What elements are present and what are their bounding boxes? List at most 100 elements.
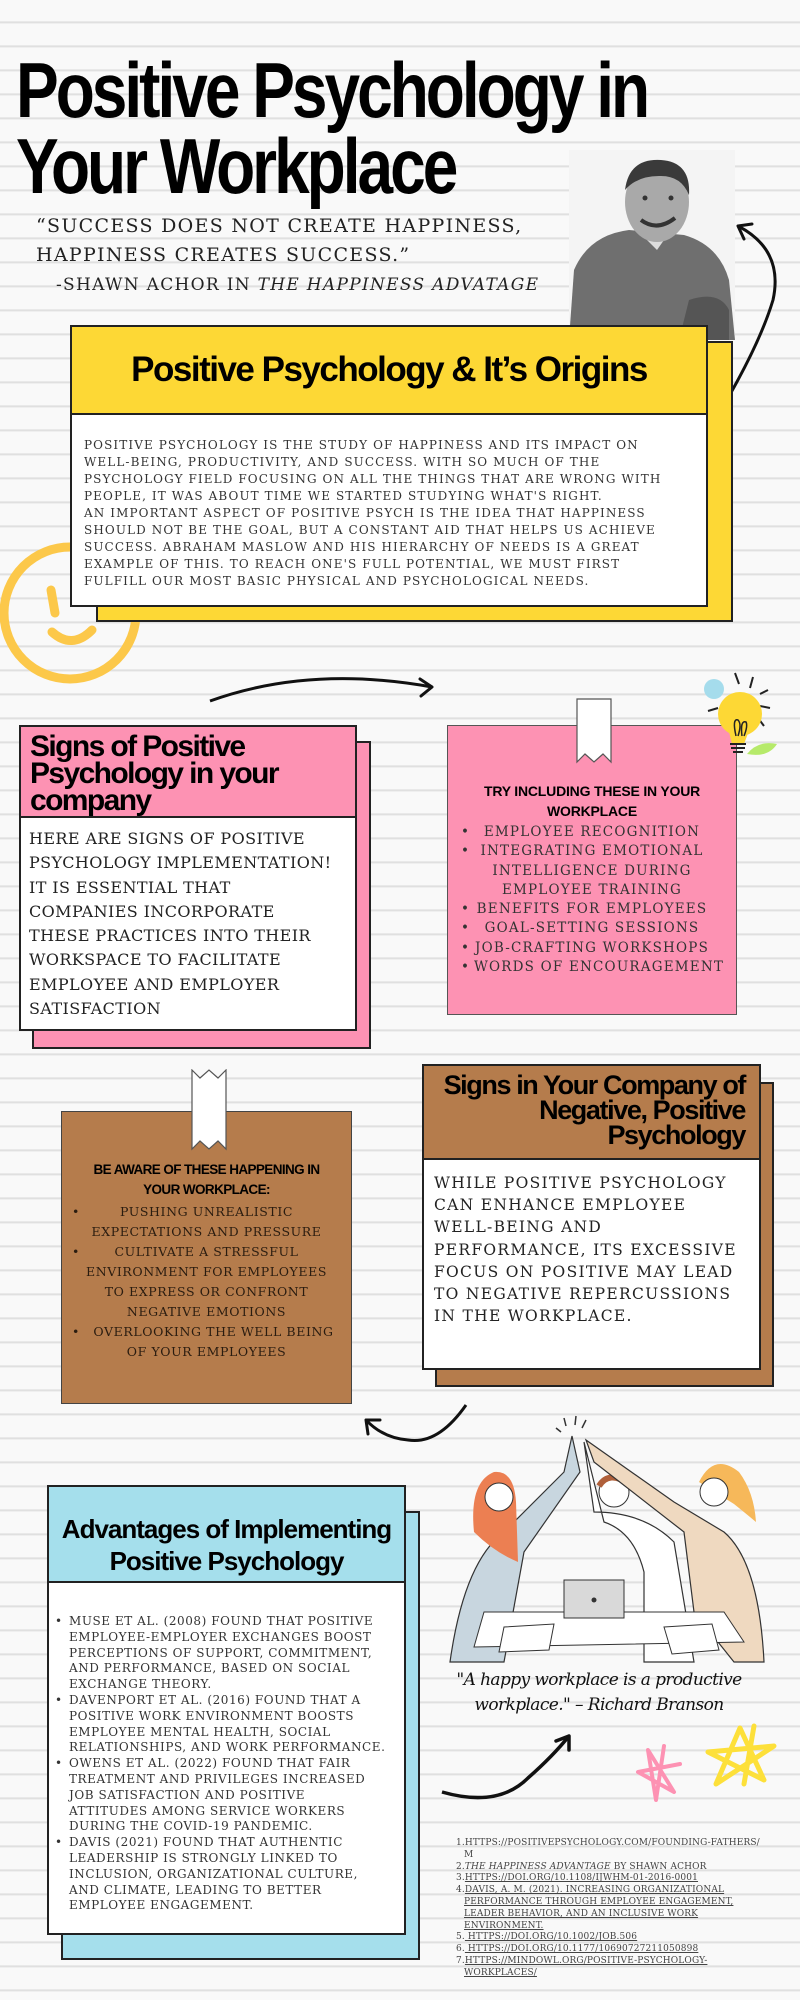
- page-title-line-2: Your Workplace: [16, 122, 458, 210]
- reference-link[interactable]: WORKPLACES/: [464, 1967, 537, 1978]
- reference-link[interactable]: HTTPS://DOI.ORG/10.1108/IJWHM-01-2016-00…: [464, 1873, 699, 1884]
- quote-line-2: HAPPINESS CREATES SUCCESS.”: [36, 244, 411, 266]
- quote-line-1: “SUCCESS DOES NOT CREATE HAPPINESS,: [36, 215, 523, 237]
- signs-positive-card: Signs of Positive Psychology in your com…: [19, 725, 357, 1031]
- signs-positive-heading: company: [30, 784, 152, 817]
- origins-line: POSITIVE PSYCHOLOGY IS THE STUDY OF HAPP…: [84, 438, 639, 452]
- arrow-right-icon: [209, 677, 434, 703]
- body-line: EMPLOYEE AND EMPLOYER: [29, 974, 280, 994]
- reference-link[interactable]: ENVIRONMENT.: [464, 1920, 544, 1931]
- branson-quote-line-2: workplace." – Richard Branson: [474, 1695, 724, 1715]
- tape-icon: [576, 698, 612, 764]
- quote-attribution: -SHAWN ACHOR IN THE HAPPINESS ADVATAGE: [36, 271, 539, 300]
- reference-5[interactable]: 5. HTTPS://DOI.ORG/10.1002/JOB.506: [456, 1932, 638, 1943]
- heading-line: TRY INCLUDING THESE IN YOUR: [483, 783, 701, 799]
- list-item: •EMPLOYEE RECOGNITION: [461, 824, 701, 840]
- try-including-heading: TRY INCLUDING THESE IN YOUR WORKPLACE: [448, 726, 736, 821]
- page-title-line-1: Positive Psychology in: [16, 46, 650, 134]
- achor-quote: “SUCCESS DOES NOT CREATE HAPPINESS, HAPP…: [36, 212, 539, 300]
- advantages-heading: Advantages of Implementing: [61, 1514, 392, 1544]
- pink-star-icon: [636, 1744, 682, 1802]
- origins-line: AN IMPORTANT ASPECT OF POSITIVE PSYCH IS…: [84, 506, 646, 520]
- body-line: IN THE WORKPLACE.: [434, 1307, 633, 1326]
- reference-3[interactable]: 3.HTTPS://DOI.ORG/10.1108/IJWHM-01-2016-…: [456, 1873, 699, 1884]
- origins-line: PSYCHOLOGY FIELD FOCUSING ON ALL THE THI…: [84, 472, 662, 486]
- tape-icon: [191, 1069, 227, 1151]
- list-item: •GOAL-SETTING SESSIONS: [461, 920, 700, 937]
- be-aware-heading: BE AWARE OF THESE HAPPENING IN YOUR WORK…: [62, 1112, 351, 1200]
- signs-negative-card: Signs in Your Company of Negative, Posit…: [422, 1064, 761, 1370]
- body-line: SATISFACTION: [29, 999, 162, 1019]
- be-aware-note: BE AWARE OF THESE HAPPENING IN YOUR WORK…: [61, 1111, 352, 1404]
- branson-quote-line-1: "A happy workplace is a productive: [456, 1670, 742, 1690]
- lightbulb-icon: [704, 672, 777, 755]
- signs-negative-body: WHILE POSITIVE PSYCHOLOGY CAN ENHANCE EM…: [424, 1160, 759, 1327]
- reference-7[interactable]: 7.HTTPS://MINDOWL.ORG/POSITIVE-PSYCHOLOG…: [456, 1955, 708, 1978]
- reference-6[interactable]: 6. HTTPS://DOI.ORG/10.1177/1069072721105…: [456, 1944, 699, 1955]
- heading-line: YOUR WORKPLACE:: [143, 1182, 270, 1197]
- reference-2: 2.THE HAPPINESS ADVANTAGE BY SHAWN ACHOR: [456, 1861, 707, 1872]
- origins-line: FULFILL OUR MOST BASIC PHYSICAL AND PSYC…: [84, 574, 590, 588]
- list-item: •WORDS OF ENCOURAGEMENT: [461, 959, 725, 976]
- reference-link[interactable]: LEADER BEHAVIOR, AND AN INCLUSIVE WORK: [464, 1908, 699, 1919]
- reference-link[interactable]: HTTPS://DOI.ORG/10.1177/1069072721105089…: [464, 1944, 699, 1955]
- signs-negative-header: Signs in Your Company of Negative, Posit…: [424, 1066, 759, 1160]
- reference-link[interactable]: DAVIS, A. M. (2021). INCREASING ORGANIZA…: [464, 1885, 725, 1896]
- body-line: PERFORMANCE, ITS EXCESSIVE: [434, 1240, 737, 1259]
- reference-book-title: THE HAPPINESS ADVANTAGE: [464, 1861, 611, 1872]
- signs-negative-heading: Signs in Your Company of: [443, 1070, 747, 1100]
- list-item: •JOB-CRAFTING WORKSHOPS: [461, 939, 710, 956]
- body-line: THESE PRACTICES INTO THEIR: [29, 926, 311, 946]
- try-including-list: •EMPLOYEE RECOGNITION •INTEGRATING EMOTI…: [448, 823, 736, 977]
- yellow-star-icon: [705, 1723, 777, 1787]
- try-including-note: TRY INCLUDING THESE IN YOUR WORKPLACE •E…: [447, 725, 737, 1015]
- signs-positive-heading: Signs of Positive: [30, 730, 246, 763]
- advantages-header: Advantages of Implementing Positive Psyc…: [49, 1487, 404, 1583]
- reference-link[interactable]: HTTPS://DOI.ORG/10.1002/JOB.506: [464, 1932, 638, 1943]
- origins-line: WELL-BEING, PRODUCTIVITY, AND SUCCESS. W…: [84, 455, 601, 469]
- reference-4[interactable]: 4.DAVIS, A. M. (2021). INCREASING ORGANI…: [456, 1885, 734, 1931]
- references-list: 1.HTTPS://POSITIVEPSYCHOLOGY.COM/FOUNDIN…: [456, 1838, 760, 1980]
- body-line: WHILE POSITIVE PSYCHOLOGY: [434, 1174, 727, 1192]
- reference-text: HTTPS://POSITIVEPSYCHOLOGY.COM/FOUNDING-…: [464, 1838, 760, 1848]
- attribution-book: THE HAPPINESS ADVATAGE: [257, 275, 540, 295]
- body-line: WORKSPACE TO FACILITATE: [29, 950, 282, 970]
- origins-line: SUCCESS. ABRAHAM MASLOW AND HIS HIERARCH…: [84, 540, 640, 554]
- body-line: CAN ENHANCE EMPLOYEE: [434, 1196, 687, 1215]
- origins-line: EXAMPLE OF THIS. TO REACH ONE'S FULL POT…: [84, 557, 621, 571]
- origins-card: Positive Psychology & It’s Origins POSIT…: [70, 325, 708, 607]
- attribution-author: -SHAWN ACHOR IN: [56, 275, 258, 295]
- reference-link[interactable]: PERFORMANCE THROUGH EMPLOYEE ENGAGEMENT,: [464, 1896, 734, 1907]
- heading-line: WORKPLACE: [547, 803, 637, 819]
- body-line: IT IS ESSENTIAL THAT: [29, 877, 231, 897]
- branson-quote: "A happy workplace is a productive workp…: [455, 1668, 743, 1718]
- origins-heading: Positive Psychology & It’s Origins: [131, 350, 648, 389]
- origins-line: PEOPLE, IT WAS ABOUT TIME WE STARTED STU…: [84, 489, 603, 503]
- signs-positive-header: Signs of Positive Psychology in your com…: [21, 727, 355, 818]
- body-line: PSYCHOLOGY IMPLEMENTATION!: [29, 853, 332, 873]
- body-line: COMPANIES INCORPORATE: [29, 901, 275, 921]
- signs-negative-heading: Psychology: [607, 1120, 746, 1150]
- signs-positive-heading: Psychology in your: [30, 757, 280, 790]
- curved-arrow-up-icon: [441, 1734, 571, 1800]
- signs-positive-body: HERE ARE SIGNS OF POSITIVE PSYCHOLOGY IM…: [21, 818, 355, 1021]
- high-five-illustration: [449, 1415, 765, 1663]
- body-line: HERE ARE SIGNS OF POSITIVE: [29, 829, 306, 848]
- advantages-card: Advantages of Implementing Positive Psyc…: [47, 1485, 406, 1935]
- origins-body: POSITIVE PSYCHOLOGY IS THE STUDY OF HAPP…: [72, 415, 706, 590]
- reference-link[interactable]: HTTPS://MINDOWL.ORG/POSITIVE-PSYCHOLOGY-: [464, 1955, 708, 1966]
- origins-header: Positive Psychology & It’s Origins: [72, 327, 706, 415]
- body-line: WELL-BEING AND: [434, 1218, 603, 1237]
- origins-line: SHOULD NOT BE THE GOAL, BUT A CONSTANT A…: [84, 523, 656, 537]
- curved-arrow-left-icon: [364, 1404, 468, 1443]
- heading-line: BE AWARE OF THESE HAPPENING IN: [93, 1162, 320, 1177]
